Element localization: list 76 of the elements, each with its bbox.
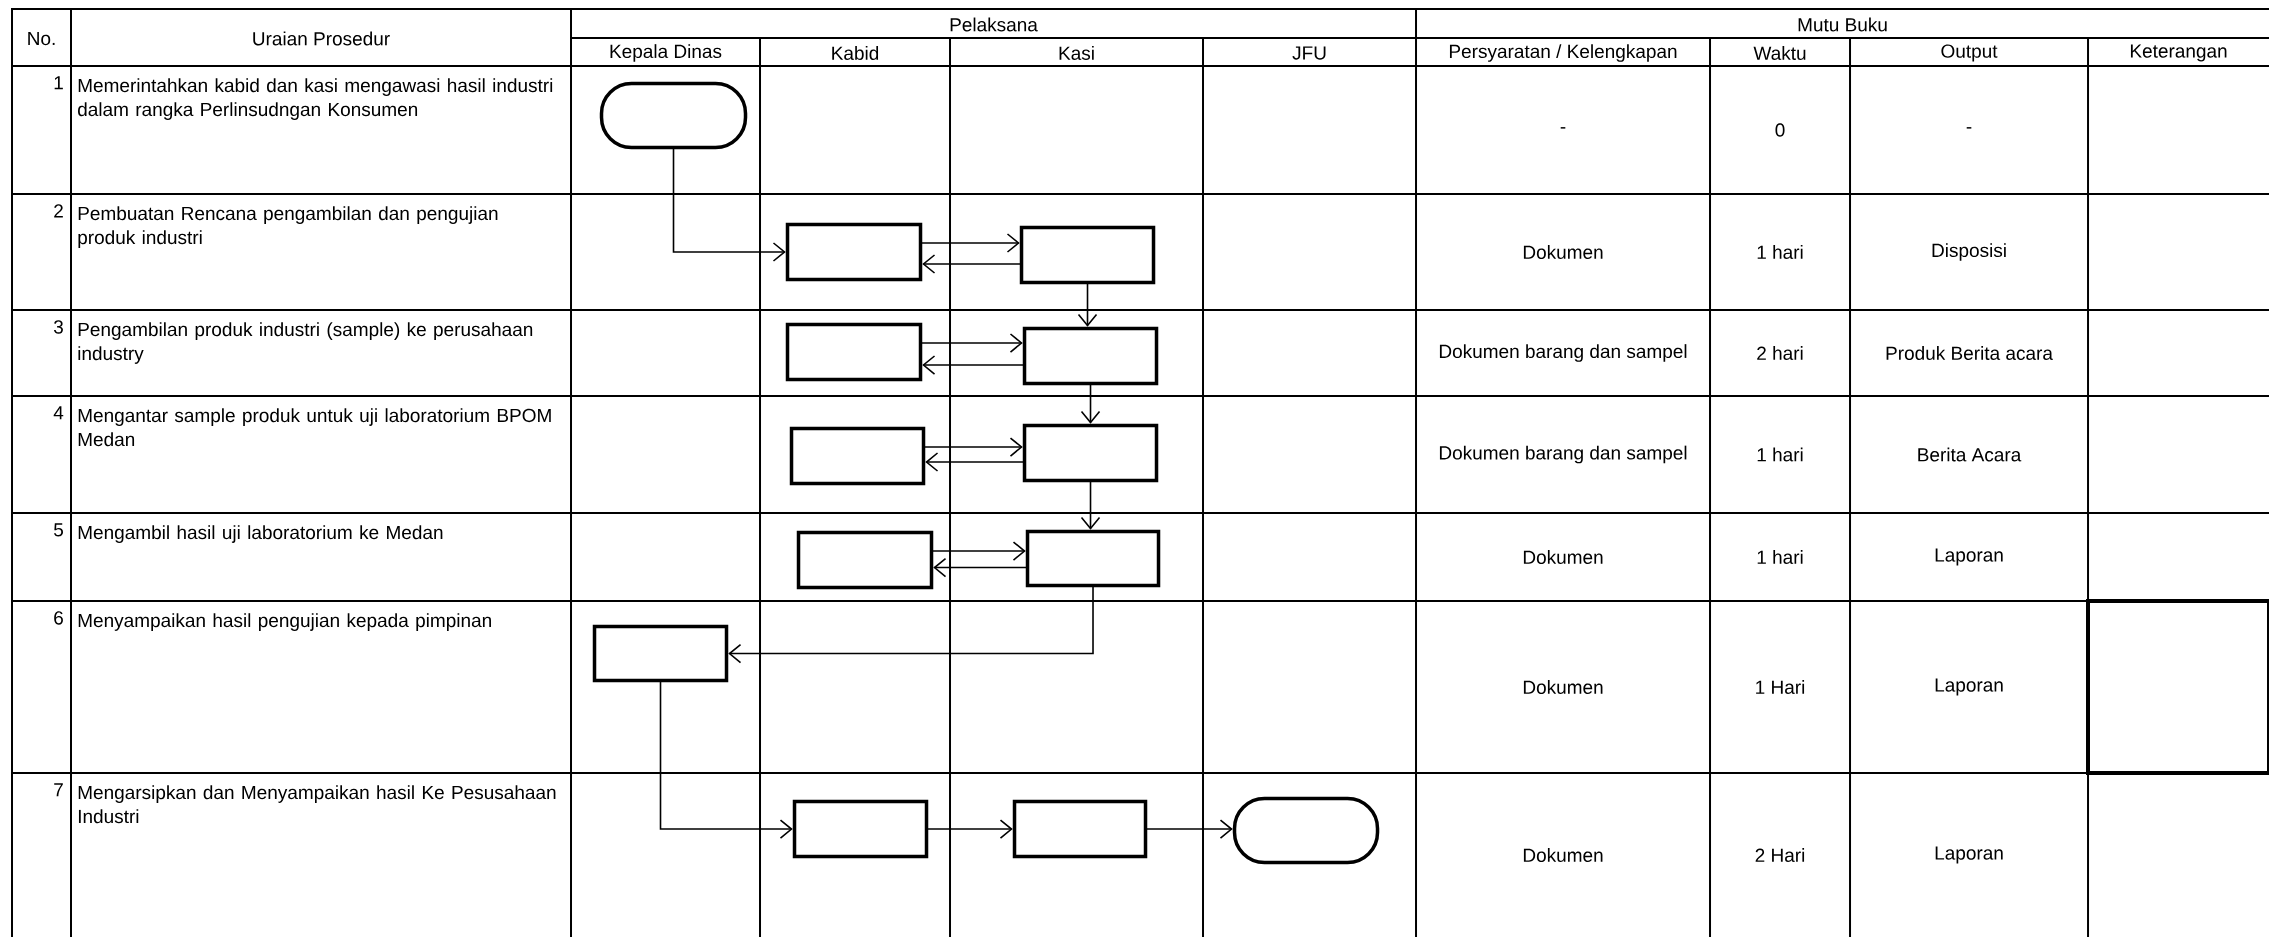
table-cell: Dokumen barang dan sampel [1439, 344, 1687, 362]
row-number: 2 [54, 204, 63, 218]
table-cell: Disposisi [1932, 243, 2006, 261]
terminator-shape [1232, 796, 1380, 865]
table-cell: Dokumen [1523, 680, 1603, 694]
arrow [728, 586, 1094, 664]
table-cell: Produk Berita acara [1886, 346, 2053, 360]
process-box [1025, 529, 1161, 588]
header-cell: Persyaratan / Kelengkapan [1449, 44, 1677, 62]
header-cell: Kasi [1059, 46, 1094, 60]
arrow [672, 148, 786, 262]
process-box [785, 222, 923, 282]
arrow [932, 541, 1026, 561]
table-cell: Dokumen barang dan sampel [1439, 445, 1687, 464]
process-box [785, 322, 923, 382]
table-cell: Laporan [1935, 846, 2003, 864]
table-cell: - [1966, 127, 1972, 129]
header-cell: Mutu Buku [1798, 17, 1887, 32]
arrow [924, 437, 1023, 457]
arrow [921, 233, 1020, 253]
process-box [1022, 326, 1159, 386]
row-number: 7 [54, 783, 63, 797]
header-cell: Keterangan [2130, 44, 2227, 62]
table-cell: 2 hari [1757, 346, 1803, 360]
table-cell: Laporan [1935, 548, 2003, 566]
arrow [922, 355, 1024, 375]
header-cell: No. [28, 31, 55, 46]
header-cell: Kabid [832, 46, 879, 60]
header-cell: Waktu [1753, 46, 1806, 60]
process-box [1022, 423, 1159, 483]
procedure-text: Mengarsipkan dan Menyampaikan hasil Ke Pesusahaan Industri [78, 785, 556, 824]
procedure-text: Mengantar sample produk untuk uji laboratorium BPOM Medan [78, 408, 551, 447]
arrow [925, 452, 1024, 472]
row-number: 1 [54, 76, 63, 90]
table-cell: 1 hari [1757, 245, 1803, 259]
table-cell: 1 Hari [1756, 680, 1805, 694]
table-cell: Dokumen [1523, 550, 1603, 564]
process-box [796, 530, 934, 590]
procedure-text: Pembuatan Rencana pengambilan dan pengujian produk industri [78, 206, 498, 248]
table-cell: 1 hari [1757, 550, 1803, 564]
arrow [1146, 819, 1233, 839]
arrow [1080, 481, 1101, 530]
row-number: 5 [54, 523, 63, 537]
terminator-shape [599, 81, 748, 150]
procedure-text: Memerintahkan kabid dan kasi mengawasi hasil industri dalam rangka Perlinsudngan Konsumen [78, 78, 553, 120]
table-cell: Dokumen [1523, 848, 1603, 862]
arrow [927, 819, 1013, 839]
arrow [933, 557, 1027, 578]
table-cell: Laporan [1935, 678, 2003, 696]
procedure-text: Mengambil hasil uji laboratorium ke Medan [78, 525, 443, 543]
arrow [1080, 384, 1101, 424]
arrow [922, 254, 1021, 274]
header-cell: Kepala Dinas [610, 44, 722, 62]
process-box [1012, 799, 1148, 859]
header-cell: Pelaksana [950, 17, 1038, 32]
process-box [789, 426, 926, 486]
procedure-text: Menyampaikan hasil pengujian kepada pimpinan [78, 613, 491, 631]
row-number: 4 [53, 406, 64, 420]
table-cell: Dokumen [1523, 245, 1603, 259]
table-cell: 2 Hari [1755, 848, 1805, 862]
table-cell: - [1560, 127, 1566, 129]
table-cell: Berita Acara [1918, 447, 2022, 462]
process-box [592, 624, 729, 683]
process-box [1019, 225, 1156, 285]
table-cell: 0 [1775, 123, 1785, 137]
arrow [921, 333, 1023, 353]
row-number: 6 [54, 611, 63, 625]
header-cell: Output [1941, 44, 1998, 62]
arrow [659, 681, 793, 839]
process-box [792, 799, 929, 859]
arrow [1077, 283, 1098, 327]
header-cell: JFU [1292, 46, 1326, 60]
table-cell: 1 hari [1757, 447, 1803, 462]
header-cell: Uraian Prosedur [253, 31, 390, 46]
row-number: 3 [53, 320, 63, 334]
procedure-text: Pengambilan produk industri (sample) ke perusahaan industry [78, 322, 533, 364]
